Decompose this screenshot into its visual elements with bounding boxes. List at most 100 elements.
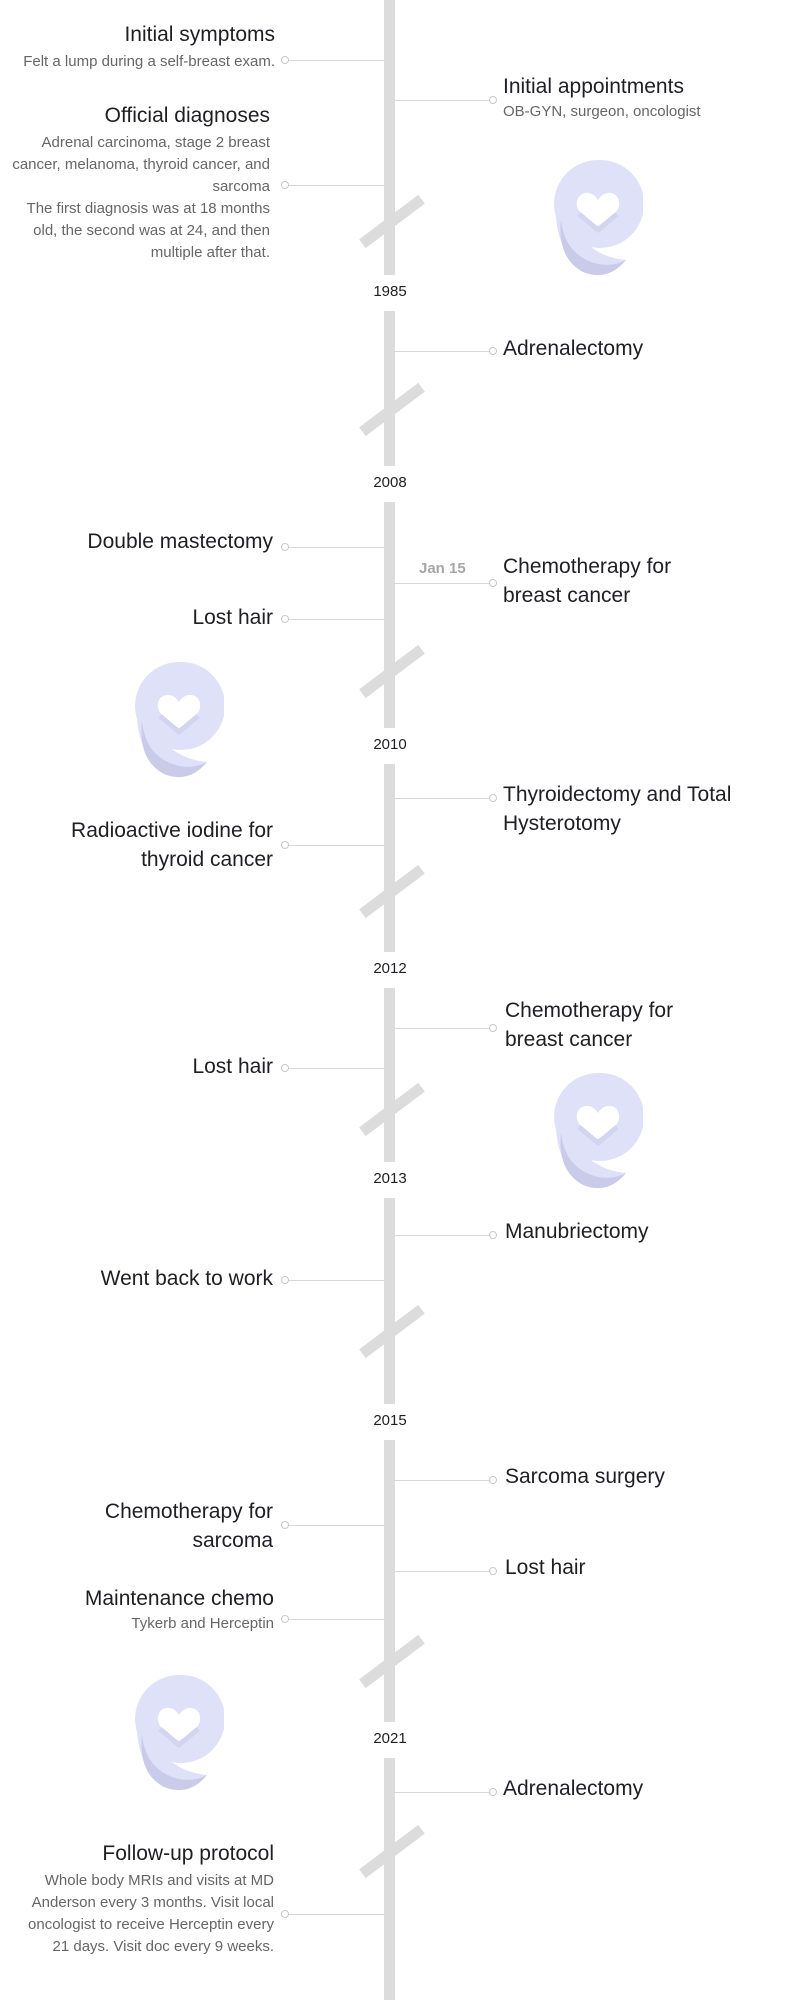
connector-dot <box>281 181 289 189</box>
event-adrenalectomy: Adrenalectomy <box>503 1774 783 1803</box>
connector-line <box>286 185 384 186</box>
connector-line <box>395 100 491 101</box>
connector-dot <box>489 794 497 802</box>
connector-dot <box>489 96 497 104</box>
connector-dot <box>281 1521 289 1529</box>
event-title: Initial symptoms <box>124 23 275 46</box>
event-lost-hair: Lost hair <box>20 603 273 632</box>
event-description: Tykerb and Herceptin <box>131 1615 274 1632</box>
connector-line <box>286 1068 384 1069</box>
timeline-spine <box>384 0 395 2000</box>
event-title: Lost hair <box>192 606 273 629</box>
connector-dot <box>489 1788 497 1796</box>
year-gap <box>350 466 450 502</box>
connector-line <box>286 547 384 548</box>
year-gap <box>350 1162 450 1198</box>
event-radioactive-iodine: Radioactive iodine for thyroid cancer <box>20 816 273 874</box>
event-manubriectomy: Manubriectomy <box>505 1217 785 1246</box>
event-sarcoma-surgery: Sarcoma surgery <box>505 1462 785 1491</box>
connector-dot <box>281 56 289 64</box>
heart-speech-bubble-icon <box>554 160 643 276</box>
year-label: 2012 <box>373 960 407 977</box>
connector-line <box>395 351 491 352</box>
event-initial-appointments: Initial appointments OB-GYN, surgeon, on… <box>503 72 783 123</box>
heart-speech-bubble-icon <box>135 662 224 778</box>
connector-line <box>395 583 491 584</box>
connector-line <box>395 1028 491 1029</box>
event-chemo-sarcoma: Chemotherapy for sarcoma <box>20 1497 273 1555</box>
heart-speech-bubble-icon <box>135 1675 224 1791</box>
year-label: 1985 <box>373 283 407 300</box>
event-went-back-to-work: Went back to work <box>20 1264 273 1293</box>
event-title: Lost hair <box>505 1556 586 1579</box>
event-title: Chemotherapy for breast cancer <box>503 555 672 607</box>
connector-line <box>395 1480 491 1481</box>
event-chemo-breast-cancer: Chemotherapy for breast cancer <box>505 996 725 1054</box>
connector-line <box>286 1280 384 1281</box>
connector-dot <box>281 1910 289 1918</box>
connector-dot <box>281 1615 289 1623</box>
event-double-mastectomy: Double mastectomy <box>20 527 273 556</box>
connector-line <box>286 619 384 620</box>
year-gap <box>350 1722 450 1758</box>
connector-line <box>395 1792 491 1793</box>
year-gap <box>350 275 450 311</box>
connector-dot <box>489 579 497 587</box>
year-gap <box>350 728 450 764</box>
event-title: Chemotherapy for sarcoma <box>104 1500 273 1552</box>
connector-line <box>395 1235 491 1236</box>
event-title: Adrenalectomy <box>503 337 644 360</box>
connector-dot <box>281 1064 289 1072</box>
event-follow-up-protocol: Follow-up protocol Whole body MRIs and v… <box>20 1839 274 1958</box>
connector-line <box>286 845 384 846</box>
connector-dot <box>489 347 497 355</box>
connector-dot <box>489 1231 497 1239</box>
connector-line <box>395 1571 491 1572</box>
event-title: Adrenalectomy <box>503 1777 644 1800</box>
event-title: Thyroidectomy and Total Hysterotomy <box>503 783 732 835</box>
year-gap <box>350 1404 450 1440</box>
connector-line <box>286 60 384 61</box>
event-thyroidectomy: Thyroidectomy and Total Hysterotomy <box>503 780 733 838</box>
event-description: Whole body MRIs and visits at MD Anderso… <box>28 1872 274 1955</box>
connector-dot <box>489 1476 497 1484</box>
connector-dot <box>281 615 289 623</box>
event-title: Manubriectomy <box>505 1220 649 1243</box>
event-title: Sarcoma surgery <box>505 1465 665 1488</box>
connector-dot <box>281 543 289 551</box>
event-initial-symptoms: Initial symptoms Felt a lump during a se… <box>20 20 275 73</box>
connector-line <box>286 1525 384 1526</box>
connector-line <box>395 798 491 799</box>
event-chemo-breast-cancer: Chemotherapy for breast cancer <box>503 552 723 610</box>
event-maintenance-chemo: Maintenance chemo Tykerb and Herceptin <box>20 1584 274 1635</box>
connector-line <box>286 1619 384 1620</box>
event-description: OB-GYN, surgeon, oncologist <box>503 103 701 120</box>
event-description: Felt a lump during a self-breast exam. <box>23 53 275 70</box>
year-label: 2010 <box>373 736 407 753</box>
event-title: Follow-up protocol <box>102 1842 274 1865</box>
connector-dot <box>489 1567 497 1575</box>
heart-speech-bubble-icon <box>554 1073 643 1189</box>
event-date: Jan 15 <box>419 560 466 577</box>
event-title: Official diagnoses <box>104 104 270 127</box>
year-label: 2015 <box>373 1412 407 1429</box>
event-lost-hair: Lost hair <box>505 1553 785 1582</box>
event-title: Initial appointments <box>503 75 684 98</box>
year-label: 2021 <box>373 1730 407 1747</box>
year-label: 2013 <box>373 1170 407 1187</box>
connector-dot <box>281 1276 289 1284</box>
event-official-diagnoses: Official diagnoses Adrenal carcinoma, st… <box>10 101 270 264</box>
event-title: Maintenance chemo <box>84 1587 274 1610</box>
event-title: Double mastectomy <box>87 530 273 553</box>
year-gap <box>350 952 450 988</box>
connector-dot <box>281 841 289 849</box>
event-title: Went back to work <box>100 1267 273 1290</box>
event-lost-hair: Lost hair <box>20 1052 273 1081</box>
connector-line <box>286 1914 384 1915</box>
event-description: Adrenal carcinoma, stage 2 breast cancer… <box>12 134 270 195</box>
event-description: The first diagnosis was at 18 months old… <box>26 200 270 261</box>
event-title: Radioactive iodine for thyroid cancer <box>71 819 273 871</box>
event-title: Chemotherapy for breast cancer <box>505 999 674 1051</box>
event-adrenalectomy: Adrenalectomy <box>503 334 783 363</box>
connector-dot <box>489 1024 497 1032</box>
